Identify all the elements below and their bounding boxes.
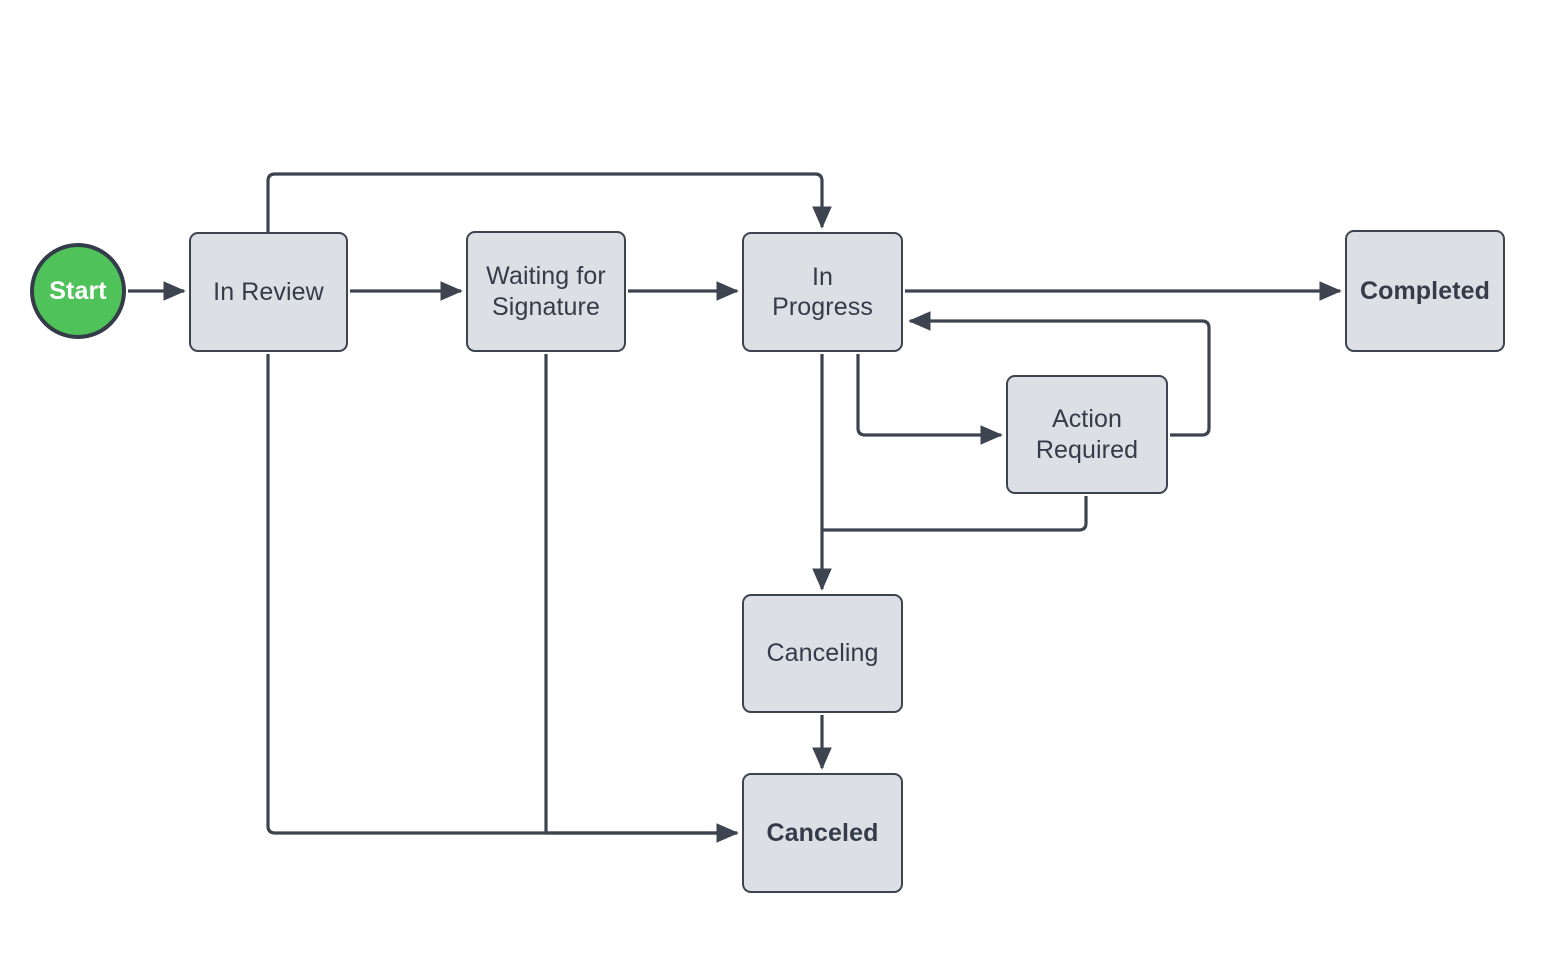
node-in-progress[interactable]: In Progress [742,232,903,352]
node-canceling-label: Canceling [766,639,879,668]
edge-in-progress-to-action-required [856,354,1003,445]
edge-action-required-to-in-progress [908,311,1211,437]
node-start-label: Start [49,276,107,305]
node-start[interactable]: Start [30,243,126,339]
node-in-progress-label: In Progress [772,262,873,322]
edge-in-review-to-canceled [266,354,739,843]
node-in-review-label: In Review [213,277,324,306]
edge-in-review-to-in-progress [266,172,832,232]
node-canceling[interactable]: Canceling [742,594,903,713]
node-action-required-label: Action Required [1035,405,1139,464]
node-completed[interactable]: Completed [1345,230,1505,352]
node-canceled[interactable]: Canceled [742,773,903,893]
node-waiting-for-signature[interactable]: Waiting for Signature [466,231,626,352]
edge-waiting-for-signature-to-canceled [544,354,737,835]
edge-action-required-to-canceling [822,496,1088,532]
node-waiting-for-signature-label: Waiting for Signature [486,262,606,321]
node-canceled-label: Canceled [766,818,879,847]
node-action-required[interactable]: Action Required [1006,375,1168,494]
node-completed-label: Completed [1359,276,1491,305]
node-in-review[interactable]: In Review [189,232,348,352]
